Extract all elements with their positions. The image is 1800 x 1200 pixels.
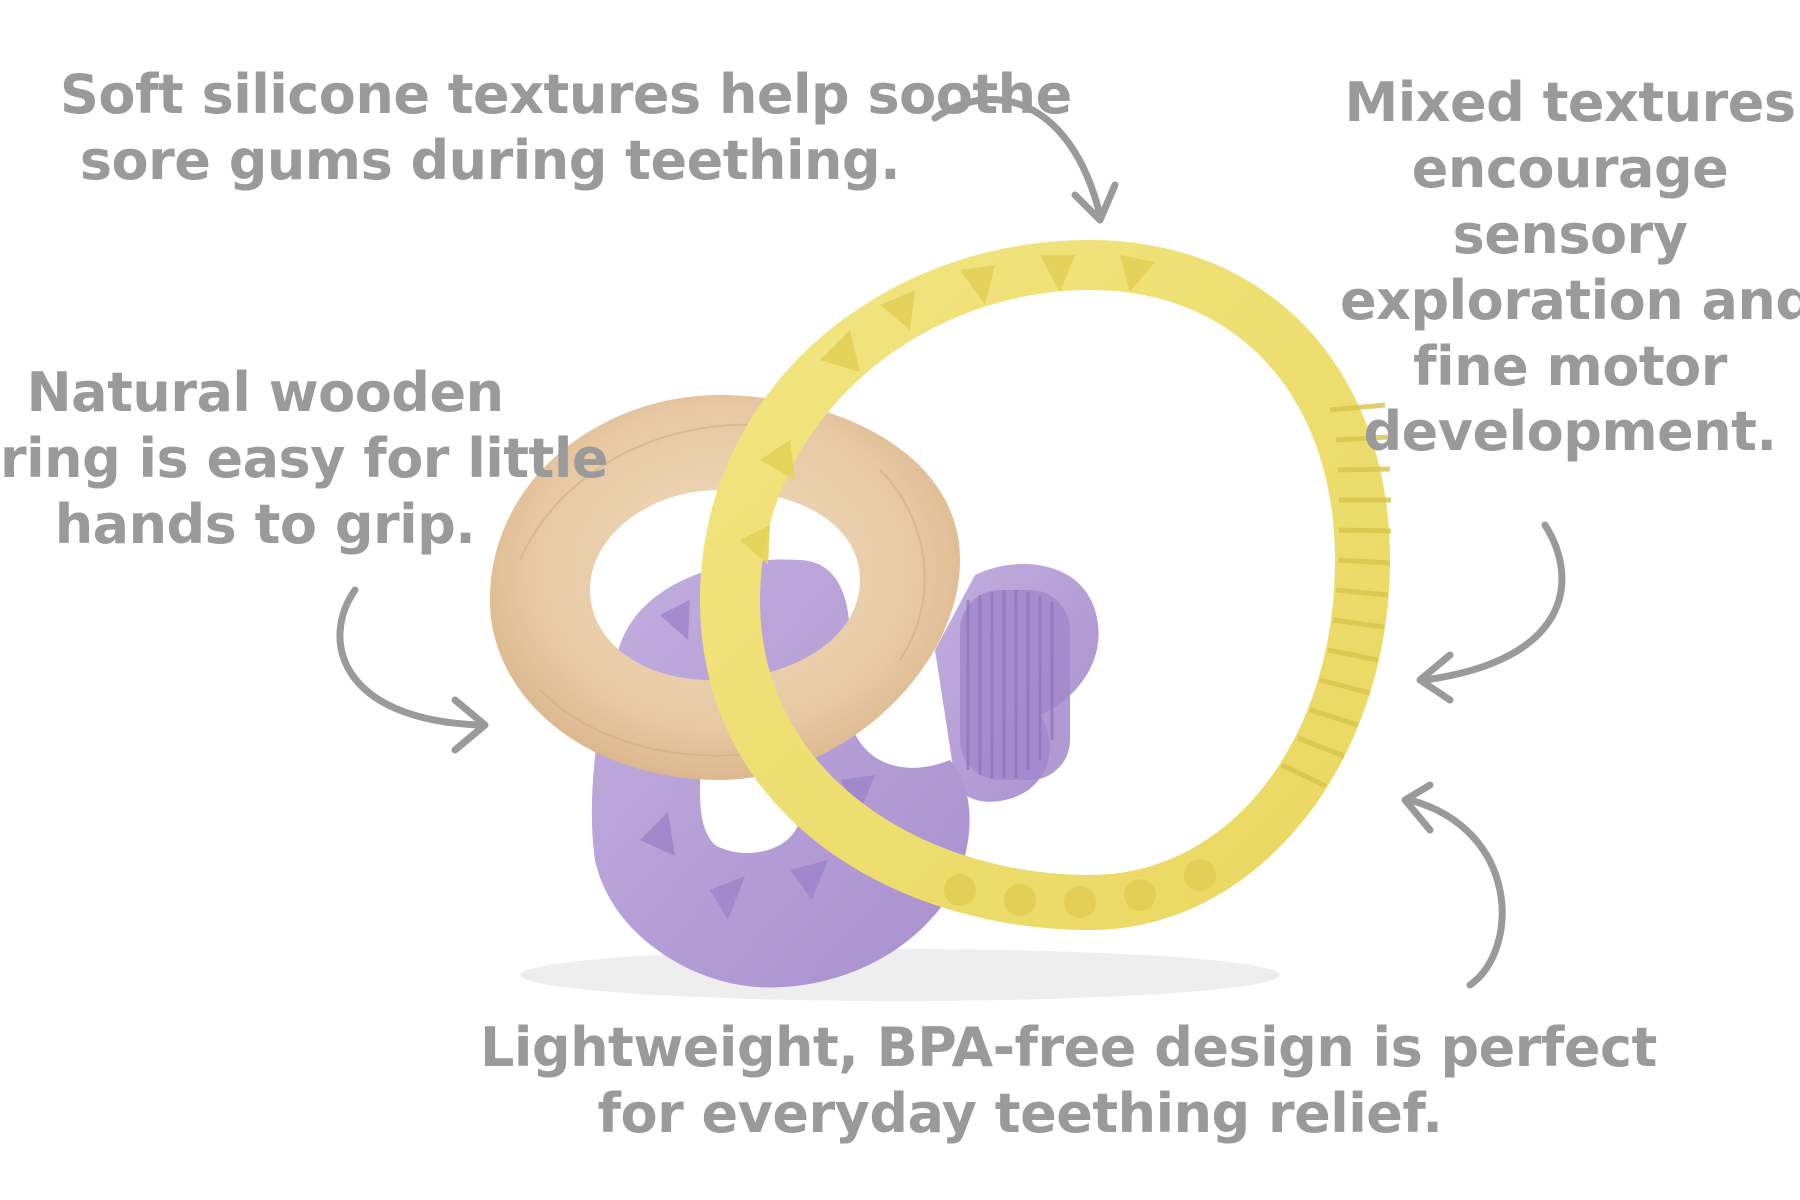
callout-line: sore gums during teething. <box>79 128 901 192</box>
callout-line: Soft silicone textures help soothe <box>60 63 1072 126</box>
product-shadow <box>520 949 1280 1001</box>
callout-line: sensory <box>1452 202 1688 266</box>
callout-line: hands to grip. <box>54 492 476 556</box>
callout-line: ring is easy for little <box>0 426 609 490</box>
callout-line: Lightweight, BPA-free design is perfect <box>480 1016 1657 1079</box>
callout-line: for everyday teething relief. <box>597 1081 1443 1145</box>
callout-line: fine motor <box>1413 334 1727 398</box>
curved-arrow-icon <box>1416 521 1566 704</box>
callout-line: Natural wooden <box>26 361 504 424</box>
callout-line: Mixed textures <box>1344 71 1796 134</box>
curved-arrow-icon <box>931 96 1119 224</box>
callout-line: exploration and <box>1340 268 1800 332</box>
callout-line: encourage <box>1411 136 1729 200</box>
yellow-silicone-ring <box>700 240 1392 930</box>
callout-bpa-free: Lightweight, BPA-free design is perfect … <box>480 1015 1657 1147</box>
purple-elephant-teether <box>591 559 1099 988</box>
curved-arrow-icon <box>336 586 489 754</box>
callout-line: development. <box>1363 400 1777 464</box>
callout-mixed-textures: Mixed textures encourage sensory explora… <box>1340 70 1800 465</box>
callout-wooden-ring: Natural wooden ring is easy for little h… <box>0 360 609 558</box>
callout-soft-silicone: Soft silicone textures help soothe sore … <box>60 62 1072 194</box>
curved-arrow-icon <box>1401 781 1506 989</box>
